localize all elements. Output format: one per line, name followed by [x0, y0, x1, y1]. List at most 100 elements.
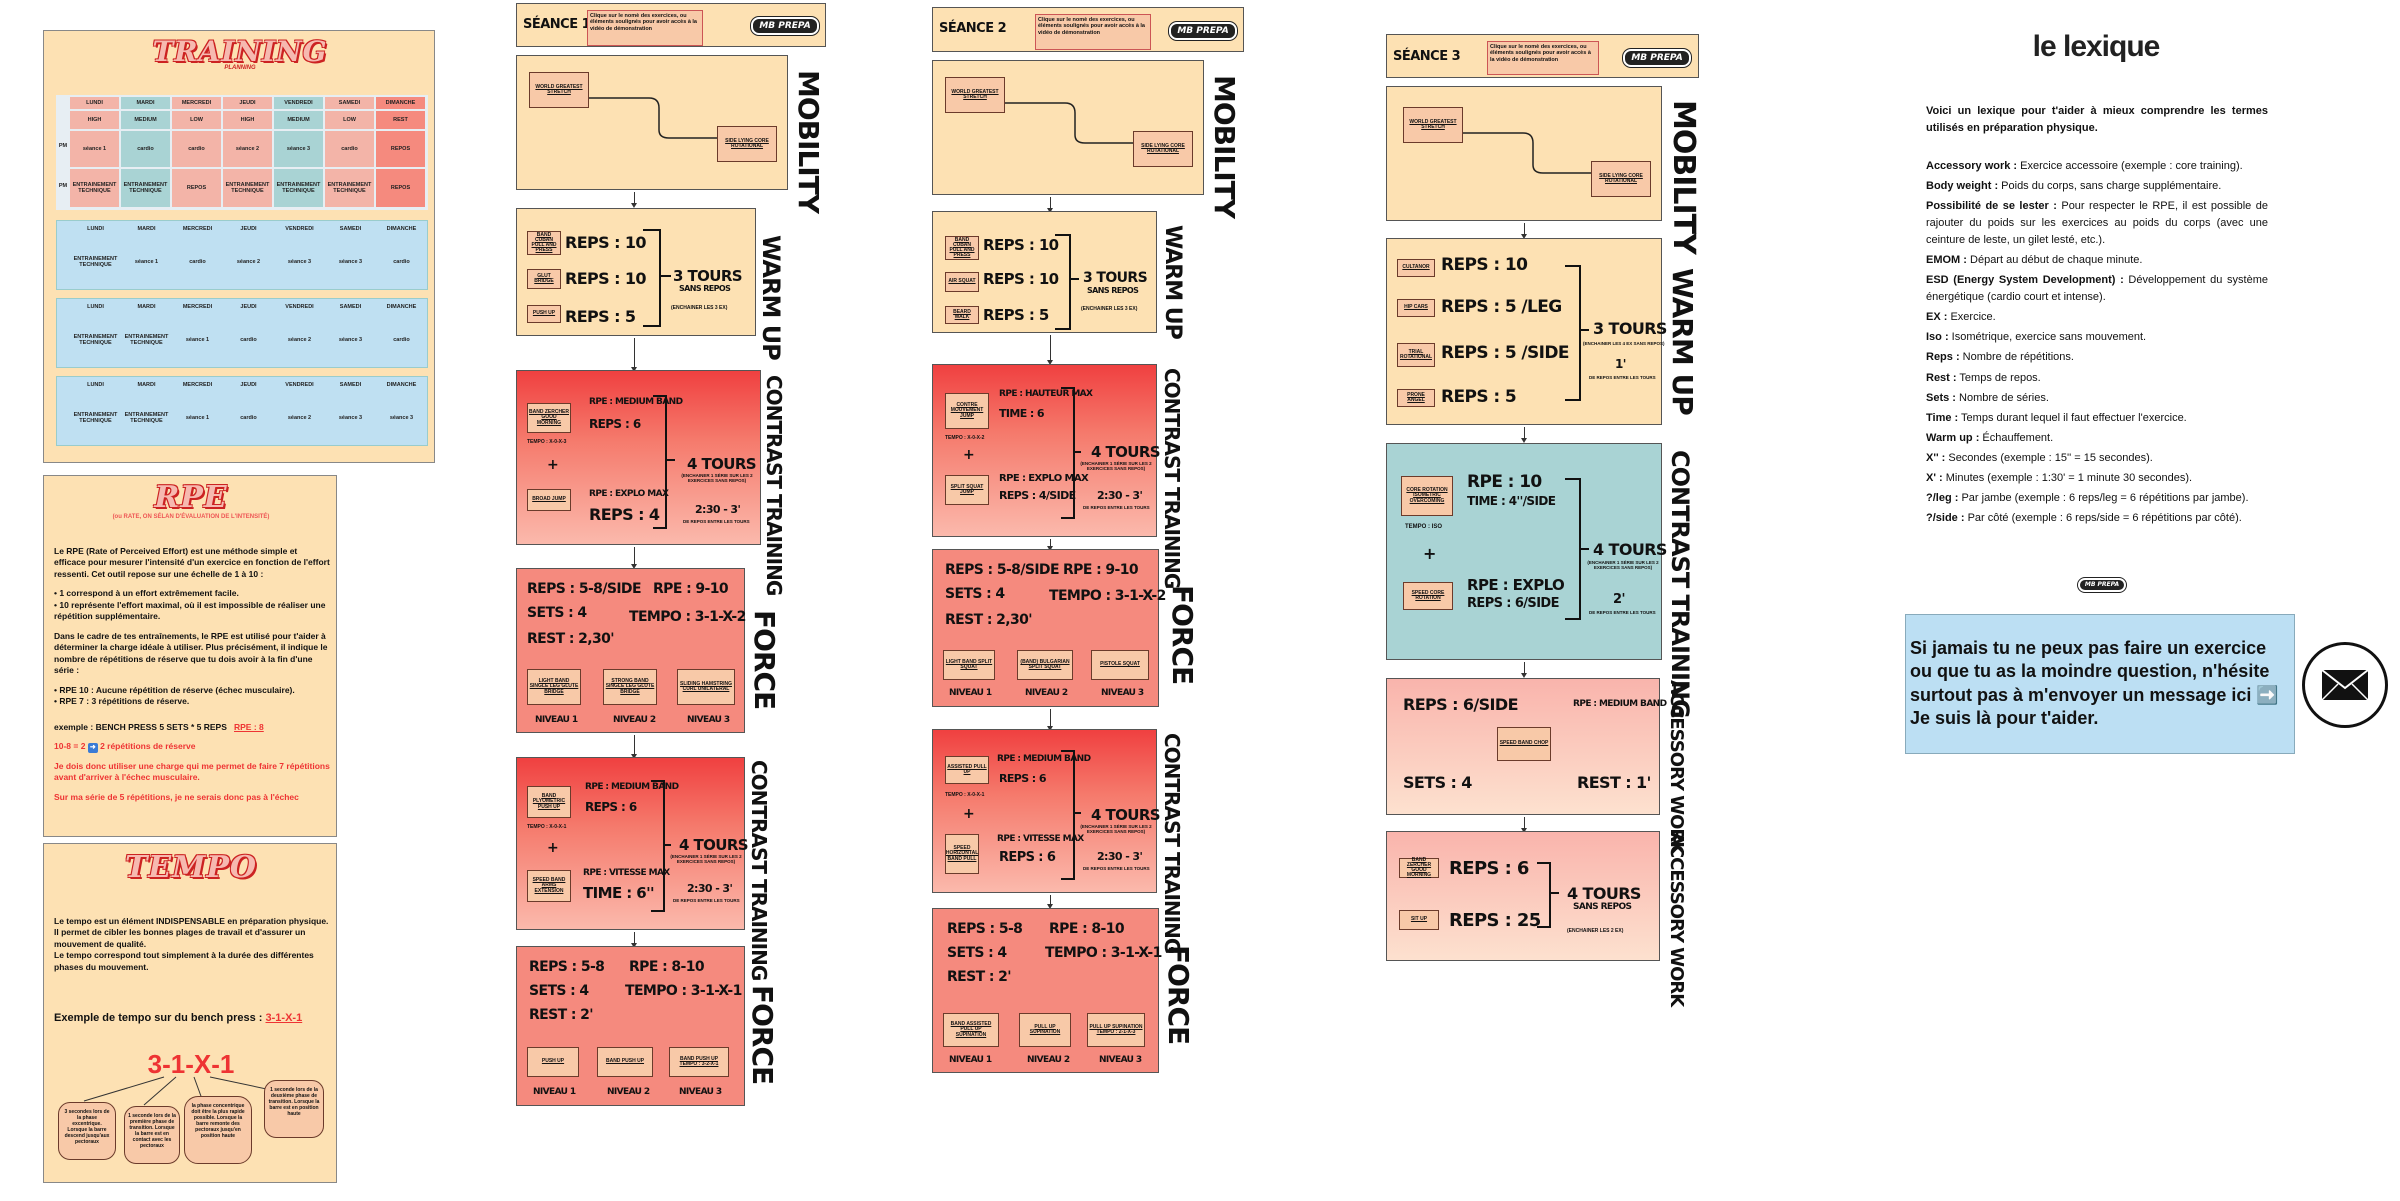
rpe-example-text: exemple : BENCH PRESS 5 SETS * 5 REPS — [54, 721, 227, 732]
s2-f1-ex1[interactable]: LIGHT BAND SPLIT SQUAT — [943, 650, 995, 680]
s3-c-ex1[interactable]: CORE ROTATION ISOMETRIC OVERCOMING — [1401, 476, 1453, 516]
s3-c-bracket-tick — [1579, 548, 1589, 550]
s1-f2-ex2[interactable]: BAND PUSH UP — [597, 1047, 653, 1077]
s2-warm-ex-3[interactable]: BEARD WALK — [945, 306, 979, 324]
s2-c2-tours: 4 TOURS — [1091, 806, 1161, 824]
s1-arrow-4 — [631, 735, 637, 759]
session-cell: cardio — [240, 336, 257, 343]
seance-1-note: Clique sur le nomè des exercices, ou élé… — [587, 10, 703, 46]
s3-a2-ex-1[interactable]: BAND ZERCHER GOOD MORNING — [1399, 857, 1439, 878]
s1-warm-ex-1[interactable]: BAND CUBAN PULL AND PRESS — [527, 231, 561, 255]
contact-box[interactable]: Si jamais tu ne peux pas faire un exerci… — [1905, 614, 2295, 754]
s2-c1-ex2[interactable]: SPLIT SQUAT JUMP — [945, 475, 989, 505]
lexique-term: Warm up : — [1926, 431, 1980, 444]
session-cell: cardio — [189, 258, 206, 265]
s2-f2-ex2[interactable]: PULL UP SUPINATION — [1019, 1013, 1071, 1047]
s3-warmup-label: WARM UP — [1666, 268, 1699, 415]
lexique-term: EX : — [1926, 311, 1948, 324]
s3-warm-bracket-tick — [1579, 329, 1589, 331]
s2-f1-ex3[interactable]: PISTOLE SQUAT — [1091, 650, 1149, 680]
s2-warm-ex-1[interactable]: BAND CUBAN PULL AND PRESS — [945, 236, 979, 260]
lexique-def: Nombre de séries. — [1955, 391, 2049, 404]
s3-accessory2-box: BAND ZERCHER GOOD MORNING SIT UP REPS : … — [1386, 831, 1660, 961]
session-cell: séance 3 — [338, 414, 363, 421]
s2-f2-niv2: NIVEAU 2 — [1027, 1055, 1070, 1065]
s1-f1-ex3[interactable]: SLIDING HAMSTRING CURL UNILATERAL — [677, 669, 735, 705]
session-cell: ENTRAINEMENT TECHNIQUE — [73, 411, 118, 424]
s2-f2-ex1[interactable]: BAND ASSISTED PULL UP SUPINATION — [943, 1013, 999, 1047]
s1-c1-ex1[interactable]: BAND ZERCHER GOOD MORNING — [527, 403, 571, 433]
s1-force2-box: REPS : 5-8 RPE : 8-10 SETS : 4 TEMPO : 3… — [516, 946, 745, 1106]
session-cell: cardio — [393, 258, 410, 265]
intensity-cell: LOW — [325, 111, 374, 129]
s1-c1-tours: 4 TOURS — [687, 455, 757, 473]
session-cell: cardio — [325, 131, 374, 167]
lexique-def: Départ au début de chaque minute. — [1966, 254, 2143, 267]
s1-warm-tours: 3 TOURS — [673, 267, 743, 285]
s1-f2-ex1[interactable]: PUSH UP — [527, 1047, 579, 1077]
s1-mob-a[interactable]: WORLD GREATEST STRETCH — [529, 72, 589, 108]
s1-c2-tours-note: (ENCHAINER 1 SÉRIE SUR LES 2 EXERCICES S… — [670, 854, 742, 864]
s3-mob-b[interactable]: SIDE LYING CORE ROTATIONAL — [1591, 161, 1651, 197]
s3-warm-ex-3[interactable]: TRIAL ROTATIONAL — [1397, 343, 1435, 367]
s3-a2-ex-2[interactable]: SIT UP — [1399, 910, 1439, 930]
day-label: DIMANCHE — [386, 381, 417, 388]
s1-mob-b[interactable]: SIDE LYING CORE ROTATIONAL — [717, 126, 777, 162]
s3-warm-ex-4[interactable]: PRONE ANGEL — [1397, 389, 1435, 407]
mb-prepa-logo-lexique: MB PREPA — [2078, 578, 2126, 592]
s3-c-ex2[interactable]: SPEED CORE ROTATION — [1403, 582, 1453, 610]
lexique-term: X'' : — [1926, 451, 1946, 464]
s2-arrow-3 — [1047, 539, 1053, 551]
session-cell: ENTRAINEMENT TECHNIQUE — [73, 255, 118, 268]
s1-c2-ex1[interactable]: BAND PLYOMETRIC PUSH UP — [527, 786, 571, 818]
s3-arrow-4 — [1521, 817, 1527, 833]
day-label: JEUDI — [240, 225, 257, 232]
s3-a1-ex[interactable]: SPEED BAND CHOP — [1497, 727, 1551, 761]
s2-c2-ex1[interactable]: ASSISTED PULL UP — [945, 756, 989, 784]
s3-warm-ex-1[interactable]: CULTANOR — [1397, 259, 1435, 277]
s1-c1-ex2[interactable]: BROAD JUMP — [527, 489, 571, 511]
s2-c1-ex1[interactable]: CONTRE MOUVEMENT JUMP — [945, 393, 989, 429]
s1-f2-ex3[interactable]: BAND PUSH UP TEMPO : 3-2-X-1 — [669, 1047, 729, 1077]
s2-f1-ex2[interactable]: (BAND) BULGARIAN SPLIT SQUAT — [1017, 650, 1073, 680]
session-cell: séance 1 — [185, 336, 210, 343]
seance-3-note: Clique sur le nomè des exercices, ou élé… — [1487, 41, 1599, 75]
s3-warm-ex-2[interactable]: HIP CARS — [1397, 299, 1435, 317]
s2-c2-ex2[interactable]: SPEED HORIZONTAL BAND PULL — [945, 834, 979, 874]
lexique-item: X' : Minutes (exemple : 1:30' = 1 minute… — [1926, 470, 2268, 487]
s2-force2-label: FORCE — [1162, 945, 1195, 1045]
s3-warm-rest: 1' — [1615, 357, 1626, 371]
lexique-term: Rest : — [1926, 371, 1957, 384]
s3-mobility-box: WORLD GREATEST STRETCH SIDE LYING CORE R… — [1386, 86, 1662, 221]
session-cell: ENTRAINEMENT TECHNIQUE — [274, 169, 323, 207]
s2-f1-tempo: TEMPO : 3-1-X-2 — [1049, 588, 1166, 604]
s3-mob-a[interactable]: WORLD GREATEST STRETCH — [1403, 107, 1463, 143]
rpe-p2: Dans le cadre de tes entraînements, le R… — [54, 630, 328, 676]
s1-warm-bracket-tick — [659, 275, 671, 277]
s1-warm-ex-2[interactable]: GLUT BRIDGE — [527, 269, 561, 289]
s2-c2-time: REPS : 6 — [999, 850, 1056, 865]
session-cell: cardio — [121, 131, 170, 167]
s2-mob-a[interactable]: WORLD GREATEST STRETCH — [945, 77, 1005, 113]
mail-icon[interactable] — [2302, 642, 2388, 728]
s2-mob-b[interactable]: SIDE LYING CORE ROTATIONAL — [1133, 131, 1193, 167]
rpe-calc-val: 10-8 = 2 — [54, 741, 86, 752]
lexique-item: ?/side : Par côté (exemple : 6 reps/side… — [1926, 510, 2268, 527]
s1-c2-rest-note: DE REPOS ENTRE LES TOURS — [673, 898, 740, 903]
tempo-example: Exemple de tempo sur du bench press : 3-… — [54, 1012, 302, 1024]
lexique-term: X' : — [1926, 471, 1943, 484]
s1-c2-ex2[interactable]: SPEED BAND ARMS EXTENSION — [527, 870, 571, 902]
s2-f2-ex3[interactable]: PULL UP SUPINATION TEMPO : 2-1-X-3 — [1087, 1013, 1145, 1047]
s1-warm-ex-3[interactable]: PUSH UP — [527, 305, 561, 323]
s1-f1-ex2[interactable]: STRONG BAND SINGLE LEG GLUTE BRIDGE — [603, 669, 657, 705]
s2-warm-ex-2[interactable]: AIR SQUAT — [945, 272, 979, 292]
tempo-p3: Le tempo correspond tout simplement à la… — [54, 950, 314, 972]
s3-a2-reps-2: REPS : 25 — [1449, 910, 1541, 931]
s2-c1-bracket — [1061, 387, 1075, 519]
s1-f1-ex1[interactable]: LIGHT BAND SINGLE LEG GLUTE BRIDGE — [527, 669, 581, 705]
s2-contrast2-box: ASSISTED PULL UP RPE : MEDIUM BAND REPS … — [932, 729, 1161, 893]
session-cell: séance 2 — [223, 131, 272, 167]
lexique-item: Accessory work : Exercice accessoire (ex… — [1926, 158, 2268, 175]
session-cell: séance 2 — [287, 414, 312, 421]
day-label: LUNDI — [70, 97, 119, 109]
